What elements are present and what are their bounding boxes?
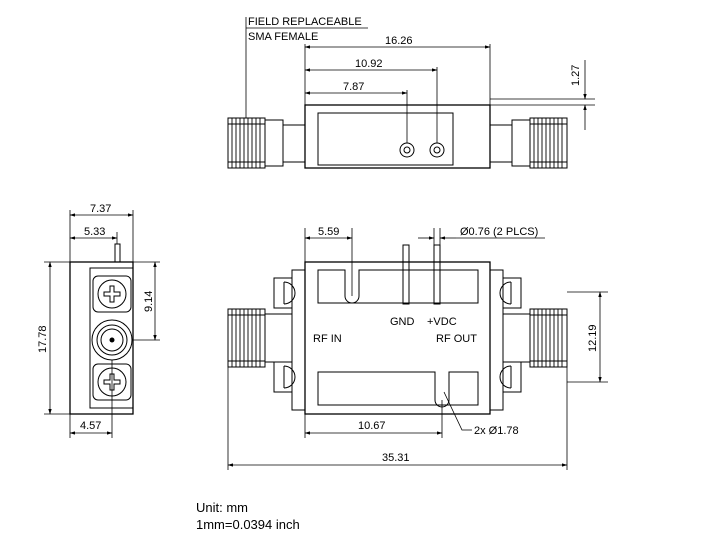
dim-top-mid: 10.92	[355, 58, 383, 70]
front-view-screws	[273, 277, 522, 393]
front-view-right-connector	[502, 308, 568, 368]
dim-side-bottom: 4.57	[80, 420, 101, 432]
label-rf-out: RF OUT	[436, 333, 477, 345]
top-view-pins	[399, 142, 445, 158]
callout-connector-line1: FIELD REPLACEABLE	[248, 16, 362, 28]
top-view	[227, 17, 595, 169]
side-view-screw-top	[92, 275, 132, 313]
dim-front-height: 12.19	[587, 324, 599, 352]
side-view	[44, 210, 160, 438]
unit-conversion: 1mm=0.0394 inch	[196, 517, 300, 532]
label-gnd: GND	[390, 316, 415, 328]
dim-top-overall: 16.26	[385, 35, 413, 47]
top-view-body	[304, 104, 491, 169]
top-view-right-connector	[489, 117, 568, 169]
label-vdc: +VDC	[427, 316, 457, 328]
dim-top-height: 1.27	[570, 65, 582, 86]
label-rf-in: RF IN	[313, 333, 342, 345]
dim-side-pin: 5.33	[84, 226, 105, 238]
dim-side-center: 9.14	[143, 291, 155, 312]
unit-label: Unit: mm	[196, 500, 248, 515]
dim-front-length: 35.31	[382, 452, 410, 464]
units-note: Unit: mm 1mm=0.0394 inch	[196, 499, 300, 533]
side-view-sma-port	[91, 319, 133, 361]
dim-side-height: 17.78	[37, 325, 49, 353]
top-view-left-connector	[227, 117, 306, 169]
dim-side-width: 7.37	[90, 203, 111, 215]
dim-front-pin: 5.59	[318, 226, 339, 238]
callout-hole-dia: 2x Ø1.78	[474, 425, 519, 437]
labels: FIELD REPLACEABLE SMA FEMALE 16.26 10.92…	[37, 16, 599, 464]
callout-pin-dia: Ø0.76 (2 PLCS)	[460, 226, 538, 238]
dim-front-hole: 10.67	[358, 420, 386, 432]
front-view-left-connector	[227, 308, 293, 368]
front-view	[227, 228, 608, 470]
dim-top-pin: 7.87	[343, 81, 364, 93]
callout-connector-line2: SMA FEMALE	[248, 31, 318, 43]
